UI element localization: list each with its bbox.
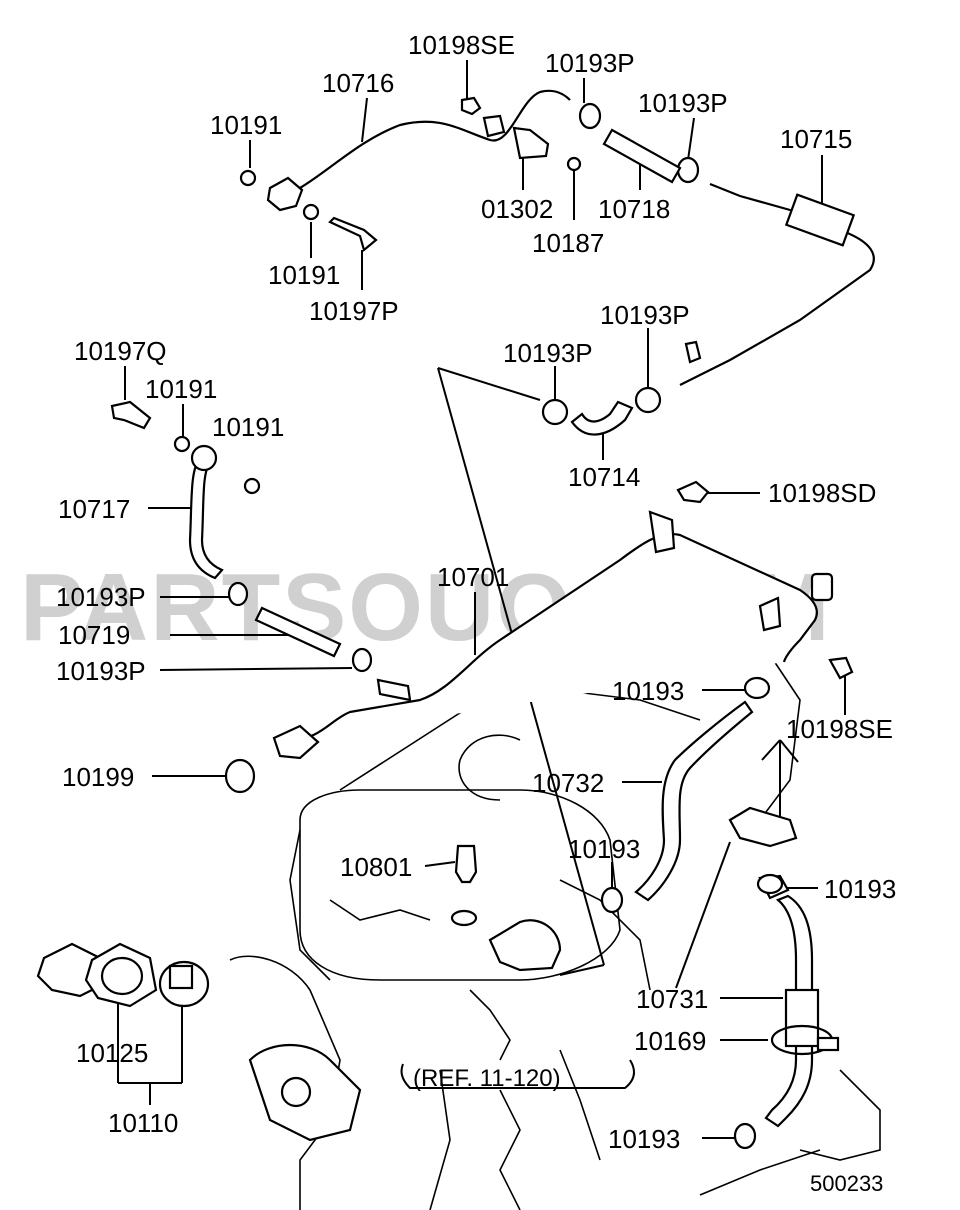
thermostat <box>158 960 210 1008</box>
label-10717: 10717 <box>58 494 130 524</box>
band-clamp-10169 <box>770 1024 840 1056</box>
label-10199: 10199 <box>62 762 134 792</box>
sensor-washer-10801 <box>450 909 478 927</box>
pipe-10717 <box>188 456 224 580</box>
label-10193P-c: 10193P <box>600 300 690 330</box>
hose-10732 <box>634 700 754 902</box>
label-10714: 10714 <box>568 462 640 492</box>
nut-10187 <box>566 156 582 172</box>
label-10187: 10187 <box>532 228 604 258</box>
clamp-10193P-f <box>351 647 373 673</box>
label-01302: 01302 <box>481 194 553 224</box>
clamp-10193-d <box>733 1122 757 1150</box>
washer-10191-b <box>302 203 320 221</box>
clamp-10193P-a <box>578 102 602 130</box>
hose-10714 <box>570 400 634 436</box>
washer-10191-c <box>173 435 191 453</box>
label-10715: 10715 <box>780 124 852 154</box>
clamp-10193-b <box>600 886 624 914</box>
label-10197P: 10197P <box>309 296 399 326</box>
label-10716: 10716 <box>322 68 394 98</box>
diagram-code: 500233 <box>810 1171 883 1196</box>
bolt-10198SE-right <box>828 656 854 680</box>
water-pump <box>248 1043 362 1142</box>
hose-10719 <box>254 606 342 658</box>
label-10191-d: 10191 <box>212 412 284 442</box>
pipe-10716 <box>266 89 571 212</box>
label-10801: 10801 <box>340 852 412 882</box>
label-10701: 10701 <box>437 562 509 592</box>
label-10197Q: 10197Q <box>74 336 167 366</box>
label-10110: 10110 <box>108 1108 178 1138</box>
label-10193P-f: 10193P <box>56 656 146 686</box>
outlet-housing <box>488 919 562 972</box>
banjo-10717 <box>190 444 218 472</box>
label-10719: 10719 <box>58 620 130 650</box>
label-10125: 10125 <box>76 1038 148 1068</box>
bolt-10197Q <box>110 400 152 430</box>
label-10191-b: 10191 <box>268 260 340 290</box>
label-10193P-e: 10193P <box>56 582 146 612</box>
gasket-10125 <box>84 942 158 1008</box>
clamp-10193-c <box>756 873 784 895</box>
label-10193-d: 10193 <box>608 1124 680 1154</box>
label-10191-a: 10191 <box>210 110 282 140</box>
label-10169: 10169 <box>634 1026 706 1056</box>
label-10718: 10718 <box>598 194 670 224</box>
pipe-10701 <box>272 510 834 760</box>
reference-label: (REF. 11-120) <box>413 1065 561 1092</box>
label-10193-b: 10193 <box>568 834 640 864</box>
clamp-10193P-e <box>227 581 249 607</box>
sensor-10801 <box>454 844 478 884</box>
bolt-10198SE-top <box>460 96 482 116</box>
bolt-10197P <box>328 216 378 252</box>
bolt-10198SD <box>676 480 710 504</box>
label-10198SD: 10198SD <box>768 478 876 508</box>
label-10191-c: 10191 <box>145 374 217 404</box>
label-10193P-b: 10193P <box>638 88 728 118</box>
label-10198SE-top: 10198SE <box>408 30 515 60</box>
clamp-10193P-c <box>634 386 662 414</box>
ring-10199 <box>224 758 256 794</box>
pipe-10715 <box>679 182 875 386</box>
clamp-10193P-b <box>676 156 700 184</box>
clamp-10193P-d <box>541 398 569 426</box>
label-10731: 10731 <box>636 984 708 1014</box>
hose-10718 <box>602 128 682 184</box>
label-10193P-a: 10193P <box>545 48 635 78</box>
label-10193-a: 10193 <box>612 676 684 706</box>
label-10193-c: 10193 <box>824 874 896 904</box>
washer-10191-a <box>239 169 257 187</box>
label-10198SE-right: 10198SE <box>786 714 893 744</box>
bracket-01302 <box>512 126 550 160</box>
hose-10731 <box>758 874 820 1128</box>
washer-10191-d <box>243 477 261 495</box>
clamp-10193-a <box>743 676 771 700</box>
elbow-10731 <box>728 806 798 848</box>
label-10732: 10732 <box>532 768 604 798</box>
label-10193P-d: 10193P <box>503 338 593 368</box>
